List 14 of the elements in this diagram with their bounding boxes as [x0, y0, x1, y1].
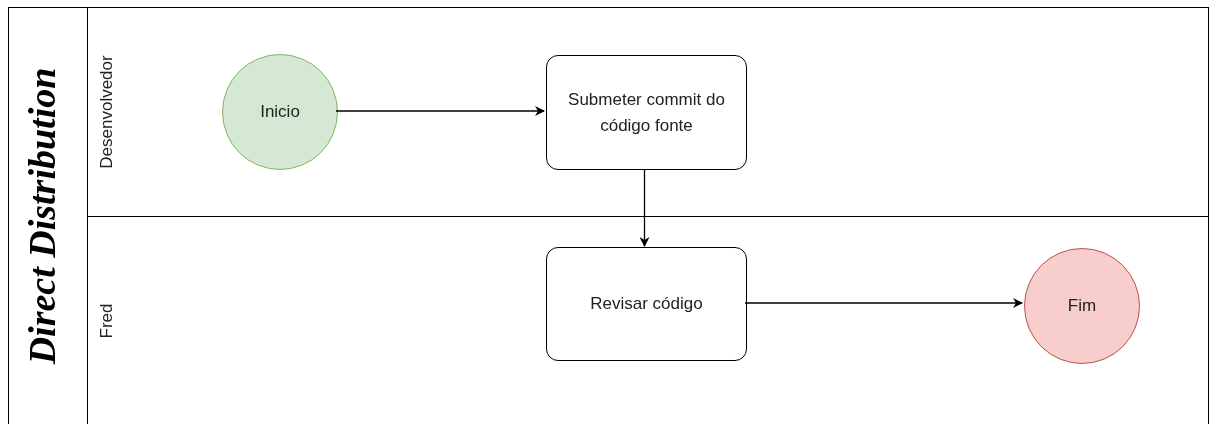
node-label: Submeter commit do código fonte [567, 89, 726, 137]
node-label: Revisar código [590, 293, 703, 316]
lane-label: Fred [98, 303, 115, 338]
arrow [335, 106, 545, 116]
swimlane-pool [8, 7, 1209, 424]
arrow [639, 168, 650, 247]
task-box [546, 247, 747, 361]
node-label: Inicio [260, 101, 300, 124]
arrow [744, 298, 1023, 308]
lane-label: Desenvolvedor [98, 55, 115, 169]
swimlane-lane [87, 8, 1209, 217]
node-label: Fim [1067, 295, 1097, 318]
pool-title: Direct Distribution [23, 67, 61, 365]
task-box [546, 55, 747, 170]
